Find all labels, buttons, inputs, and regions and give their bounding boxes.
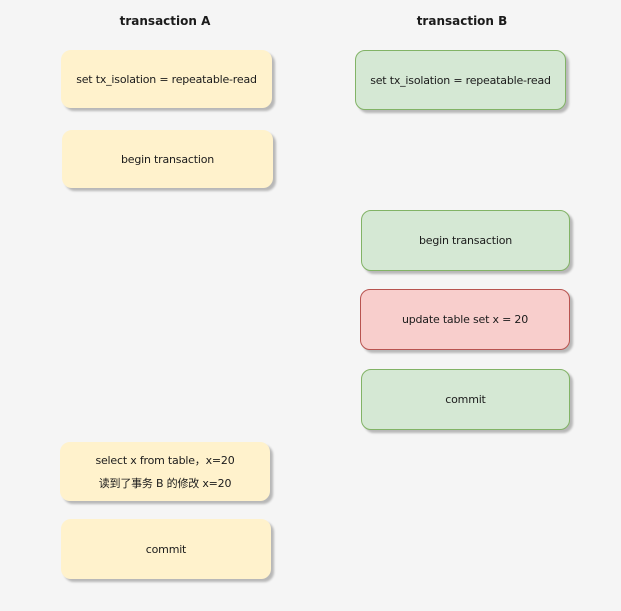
node-label: set tx_isolation = repeatable-read [76, 72, 257, 86]
node-label-line-2: 读到了事务 B 的修改 x=20 [98, 476, 232, 490]
node-a-set-isolation: set tx_isolation = repeatable-read [61, 50, 272, 108]
node-a-commit: commit [61, 519, 271, 579]
node-label: update table set x = 20 [401, 313, 529, 326]
node-label: begin transaction [121, 152, 214, 166]
node-label: commit [145, 542, 187, 556]
node-b-update-table: update table set x = 20 [360, 289, 570, 350]
node-a-select-result: select x from table，x=20 读到了事务 B 的修改 x=2… [60, 442, 270, 501]
column-header-transaction-b: transaction B [416, 14, 508, 28]
node-a-begin-transaction: begin transaction [62, 130, 273, 188]
node-label: begin transaction [419, 234, 512, 247]
node-label: set tx_isolation = repeatable-read [370, 73, 551, 87]
node-label-line-1: select x from table，x=20 [95, 453, 235, 467]
node-b-set-isolation: set tx_isolation = repeatable-read [355, 50, 566, 110]
column-header-transaction-a: transaction A [119, 14, 211, 28]
node-label: commit [445, 393, 486, 406]
node-b-commit: commit [361, 369, 570, 430]
node-b-begin-transaction: begin transaction [361, 210, 570, 271]
